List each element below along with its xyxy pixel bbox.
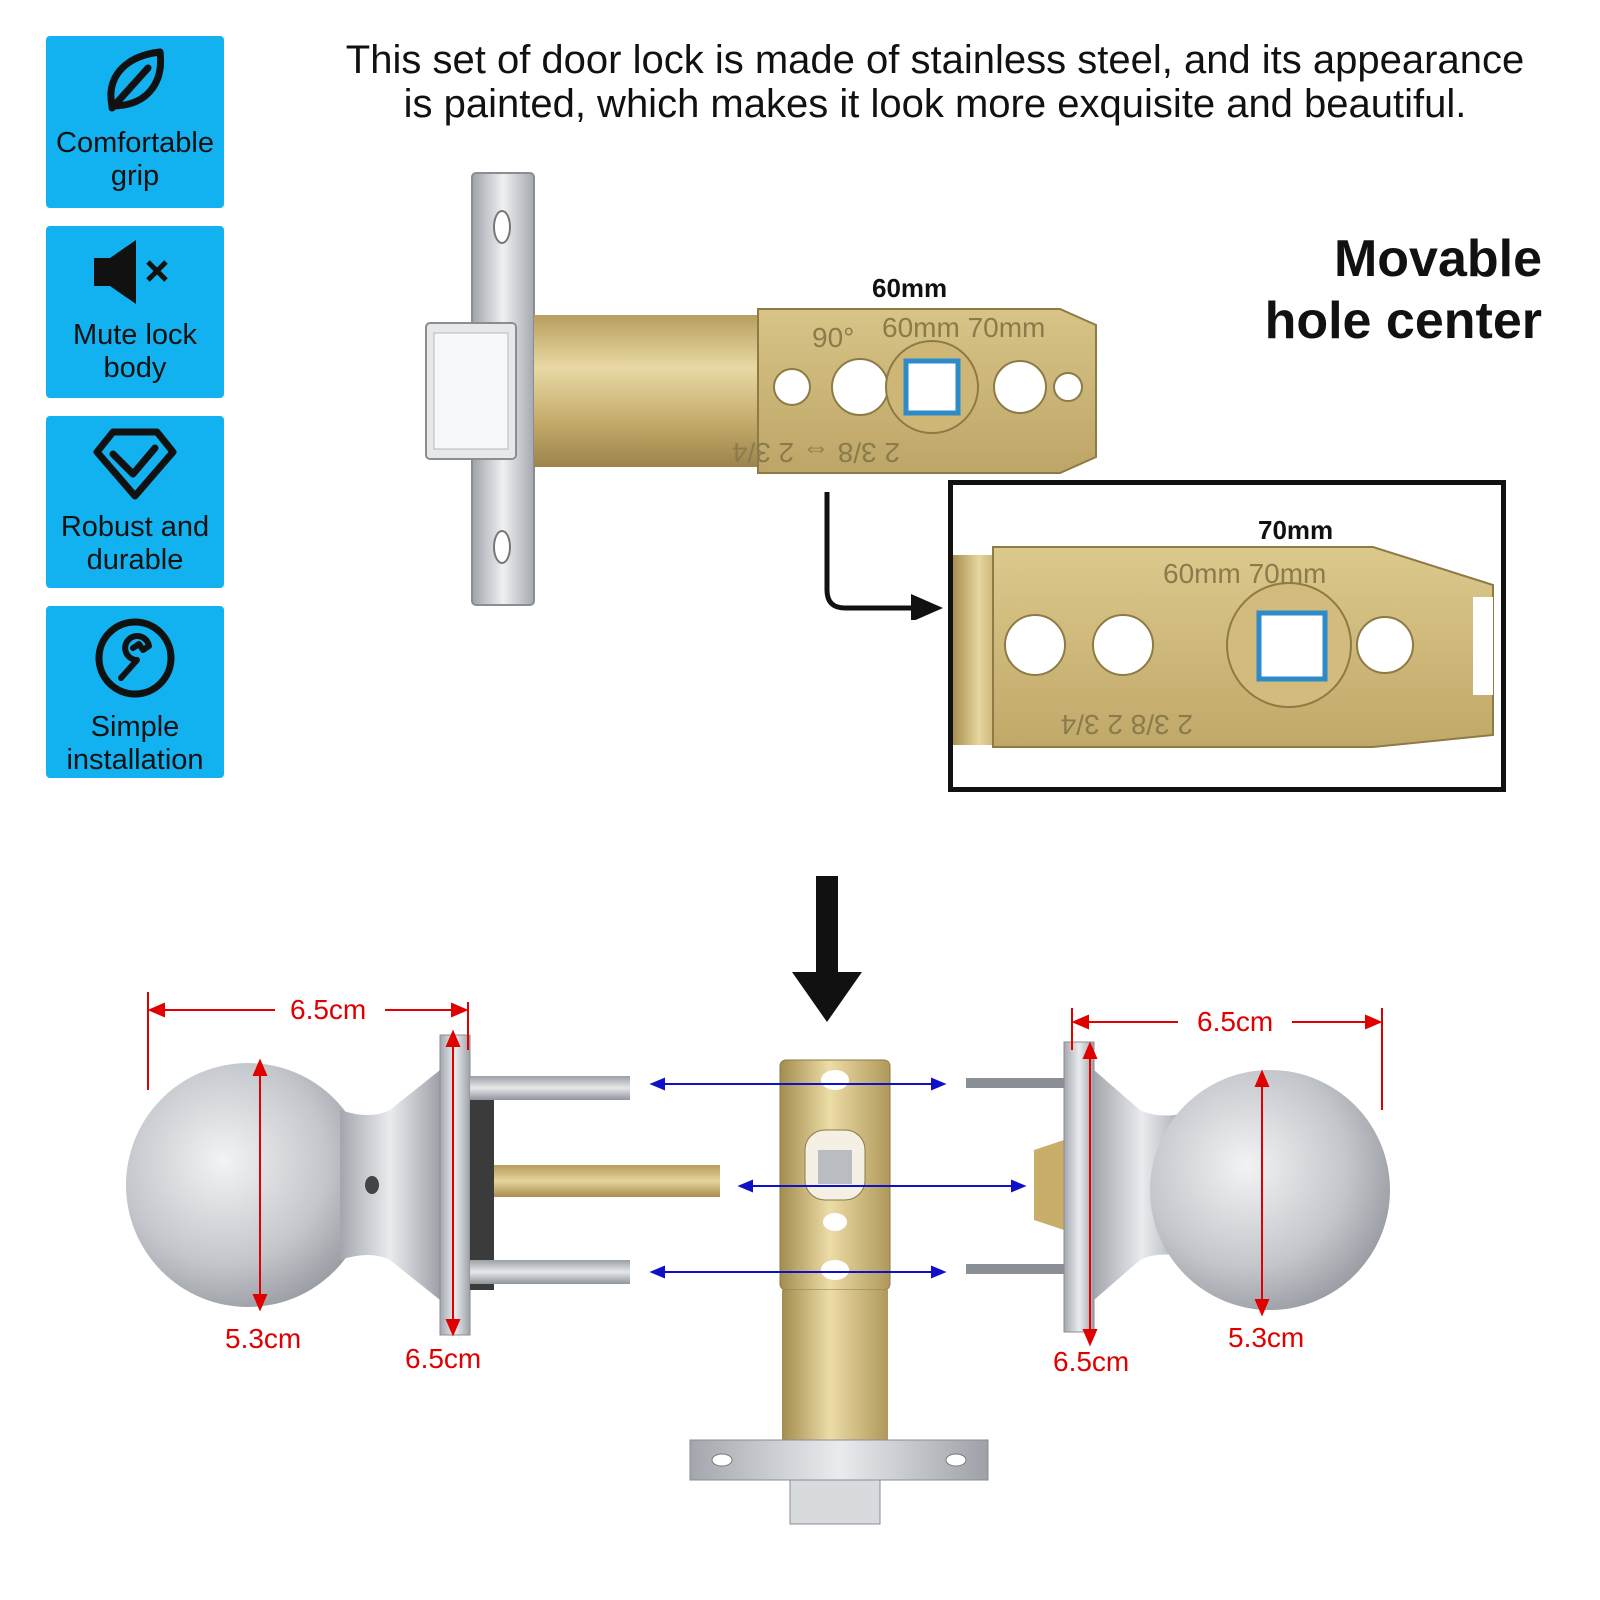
left-knob	[126, 1034, 720, 1336]
center-latch	[689, 1059, 989, 1525]
latch-illustration-60mm: 90° 60mm 70mm 2 3/8 ⇔ 2 3/4	[425, 172, 1097, 606]
stamp-angle: 90°	[812, 322, 854, 353]
product-description: This set of door lock is made of stainle…	[345, 38, 1525, 126]
right-knob	[966, 1041, 1390, 1333]
leaf-icon	[102, 36, 168, 121]
wrench-circle-icon	[93, 606, 177, 705]
speaker-mute-icon	[90, 226, 180, 313]
diamond-icon	[93, 416, 177, 505]
label-70mm: 70mm	[1258, 515, 1334, 545]
right-knob-width-label: 6.5cm	[1197, 1006, 1274, 1037]
zoom-connector-arrow	[824, 492, 943, 620]
zoom-box-70mm: 60mm 70mm 2 3/8 2 3/4 70mm	[948, 480, 1506, 792]
right-rose-diameter-label: 6.5cm	[1053, 1346, 1130, 1377]
lock-assembly-diagram	[126, 992, 1390, 1525]
left-rose-diameter-label: 6.5cm	[405, 1343, 482, 1374]
stamp-mm-zoom: 60mm 70mm	[1163, 558, 1326, 589]
down-arrow	[792, 876, 862, 1022]
left-knob-width-label: 6.5cm	[290, 994, 367, 1025]
alignment-arrows	[649, 1077, 1027, 1279]
stamp-inches-zoom: 2 3/8 2 3/4	[1061, 709, 1193, 740]
right-knob-diameter-label: 5.3cm	[1228, 1322, 1305, 1353]
movable-hole-center-title: Movable hole center	[1264, 230, 1542, 350]
left-knob-diameter-label: 5.3cm	[225, 1323, 302, 1354]
stamp-inches: 2 3/8 ⇔ 2 3/4	[732, 437, 900, 468]
dimension-lines	[147, 992, 1383, 1347]
label-60mm: 60mm	[872, 273, 948, 303]
stamp-mm: 60mm 70mm	[882, 312, 1045, 343]
